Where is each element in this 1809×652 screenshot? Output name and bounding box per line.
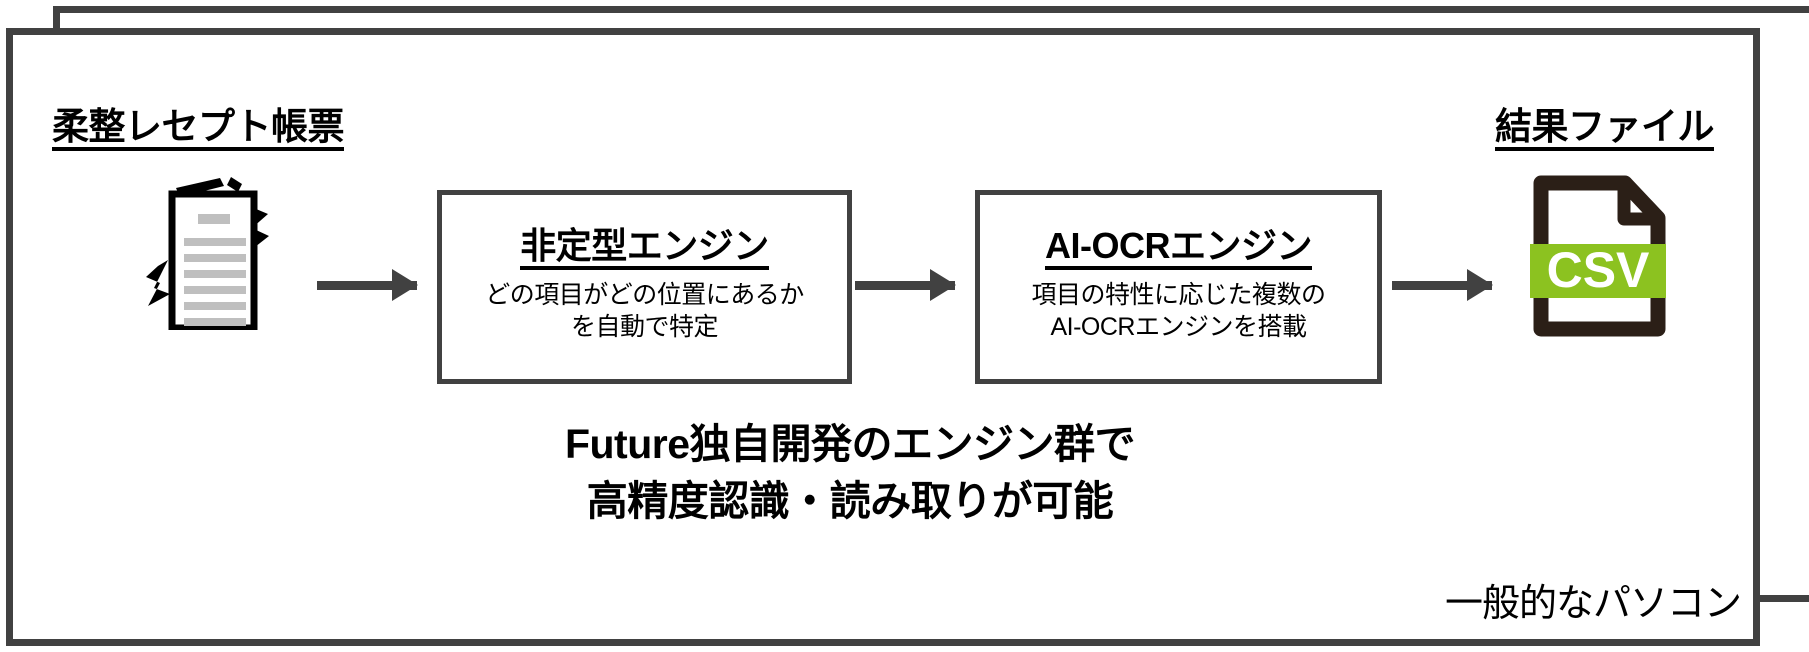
engine-box-hikeishiki: 非定型エンジン どの項目がどの位置にあるか を自動で特定: [437, 190, 852, 384]
inner-frame: [6, 28, 1760, 646]
right-arrow-icon-3: [1392, 269, 1493, 301]
receipt-document-icon: [128, 170, 303, 332]
right-arrow-icon-1: [317, 269, 418, 301]
engine-box-1-description: どの項目がどの位置にあるか を自動で特定: [485, 280, 804, 341]
right-arrow-icon-2: [855, 269, 956, 301]
csv-file-icon: CSV: [1527, 172, 1672, 340]
engine-box-1-title: 非定型エンジン: [520, 227, 769, 270]
result-file-heading: 結果ファイル: [1495, 108, 1715, 151]
pc-caption: 一般的なパソコン: [1444, 583, 1742, 625]
engine-box-2-description: 項目の特性に応じた複数の AI-OCRエンジンを搭載: [1031, 280, 1326, 341]
source-document-heading: 柔整レセプト帳票: [52, 108, 345, 151]
summary-text: Future独自開発のエンジン群で 高精度認識・読み取りが可能: [564, 421, 1136, 524]
engine-box-2-title: AI-OCRエンジン: [1045, 227, 1313, 270]
engine-box-ai-ocr: AI-OCRエンジン 項目の特性に応じた複数の AI-OCRエンジンを搭載: [975, 190, 1382, 384]
csv-label: CSV: [1547, 242, 1650, 298]
